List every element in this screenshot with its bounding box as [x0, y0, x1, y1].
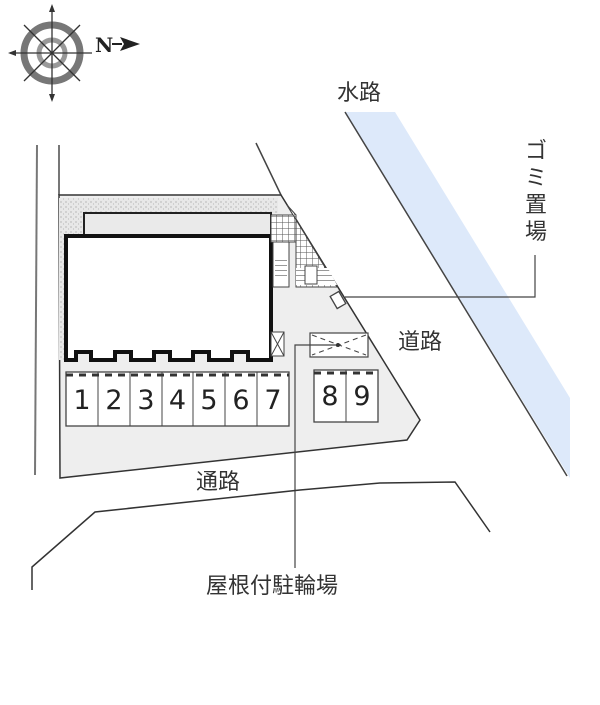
parking-space-5: 5: [200, 385, 218, 416]
parking-space-3: 3: [137, 385, 155, 416]
road-edge-left-outer: [34, 144, 38, 476]
parking-space-8: 8: [321, 381, 339, 412]
parking-space-1: 1: [73, 385, 91, 416]
apartment-building: [64, 234, 273, 362]
parking-group-1-7: [65, 371, 290, 427]
road-label: 道路: [398, 330, 443, 355]
passage-label: 通路: [196, 470, 241, 495]
parking-space-9: 9: [353, 381, 371, 412]
parking-space-4: 4: [168, 385, 187, 416]
parking-group-8-9: [313, 369, 379, 423]
bike-parking-label: 屋根付駐輪場: [206, 574, 339, 599]
waterway-edge: [344, 111, 568, 477]
garbage-label: ゴミ置場: [524, 139, 547, 245]
parking-space-7: 7: [264, 385, 282, 416]
road-edge-lower: [31, 481, 491, 590]
compass-rose-icon: N: [8, 4, 140, 102]
garbage-area-marker: [329, 290, 347, 310]
parking-space-6: 6: [232, 385, 250, 416]
svg-text:N: N: [95, 33, 113, 57]
waterway-label: 水路: [337, 81, 382, 106]
parking-space-2: 2: [105, 385, 123, 416]
